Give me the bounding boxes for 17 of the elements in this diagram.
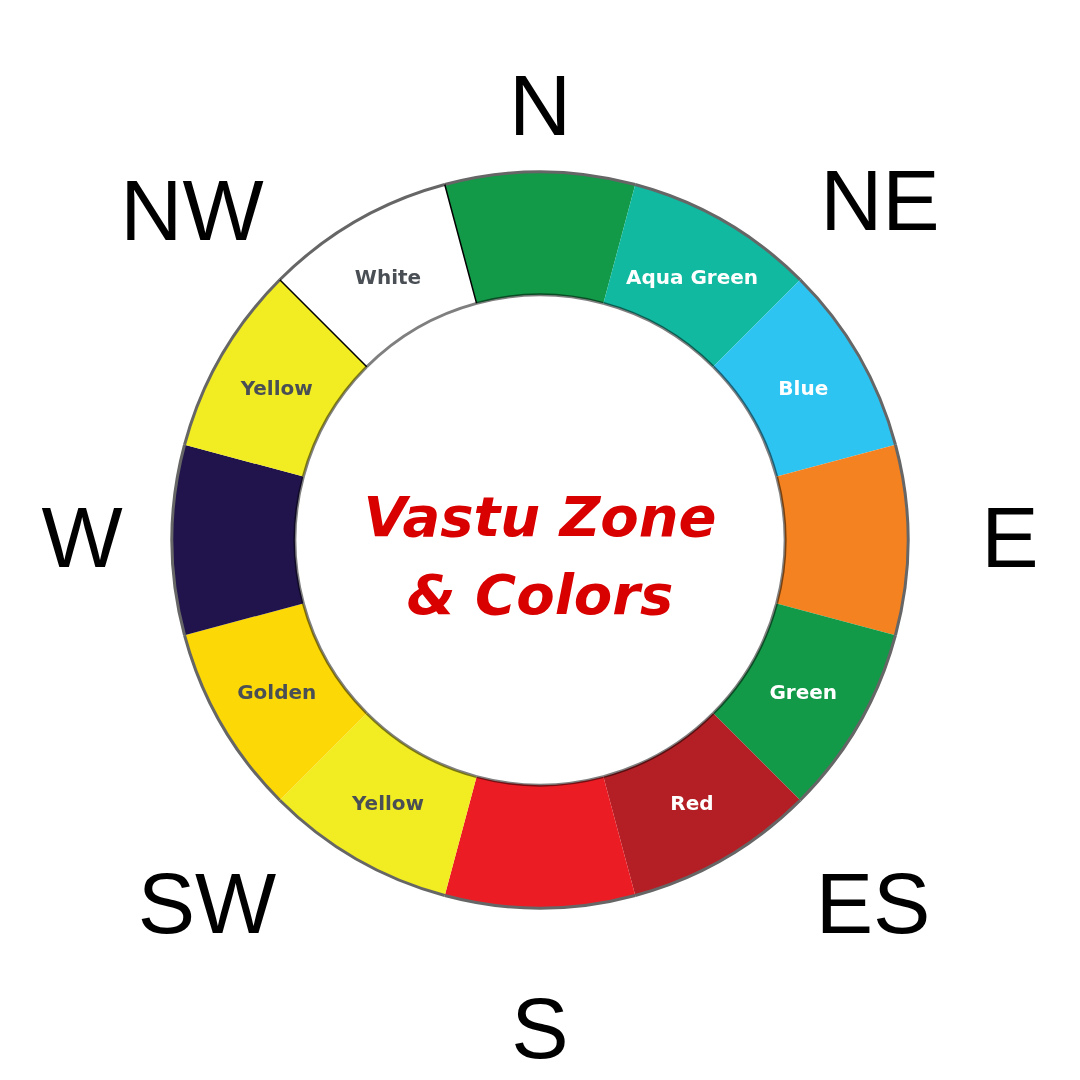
direction-label: W (41, 494, 123, 580)
direction-label: ES (815, 860, 931, 946)
direction-label: N (508, 62, 572, 148)
segment-label: Aqua Green (625, 265, 759, 288)
segment-label: White (354, 265, 422, 288)
segment-label: Blue (778, 377, 829, 399)
direction-label: S (511, 985, 569, 1071)
diagram-title: Vastu Zone & Colors (362, 482, 718, 629)
segment-label: Yellow (351, 792, 425, 815)
direction-label: E (981, 494, 1039, 580)
direction-label: NW (120, 167, 264, 253)
direction-label: SW (137, 860, 277, 946)
segment-label: Yellow (240, 377, 313, 399)
segment-label: Golden (237, 681, 317, 703)
direction-label: NE (820, 157, 940, 243)
segment-label: Green (769, 681, 838, 703)
segment-label: Red (670, 792, 714, 815)
